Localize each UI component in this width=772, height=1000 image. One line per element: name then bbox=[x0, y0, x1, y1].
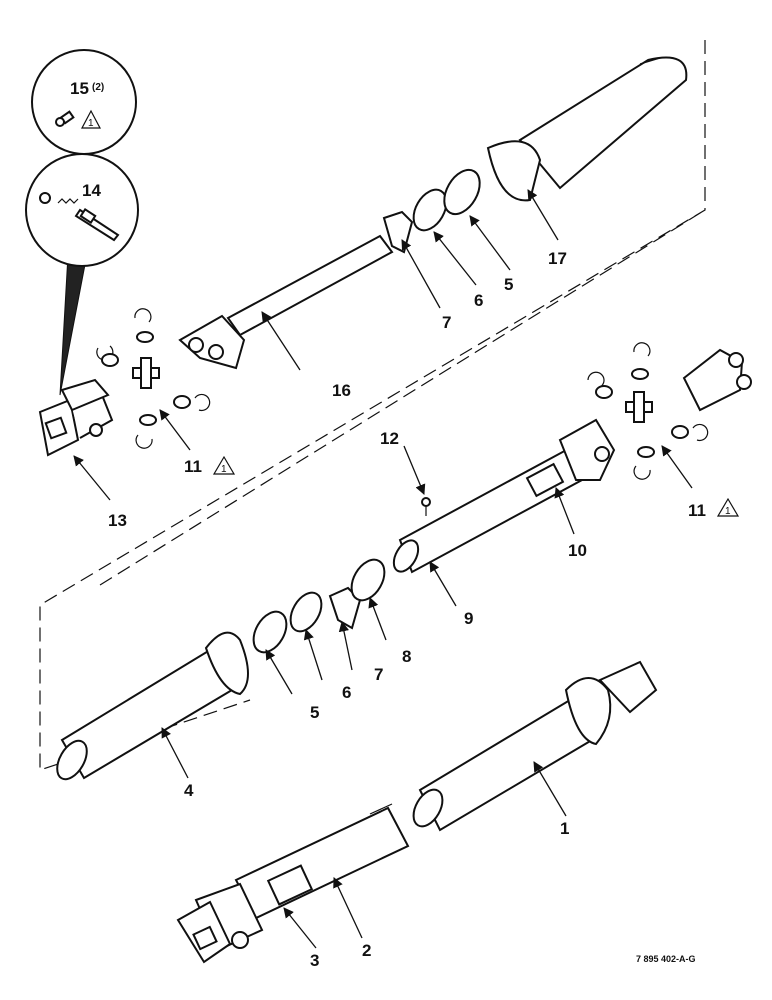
callout-11-left: 11 bbox=[184, 457, 202, 476]
retaining-ring-6-middle bbox=[289, 591, 323, 633]
callout-7-upper: 7 bbox=[442, 313, 451, 332]
callout-5-upper: 5 bbox=[504, 275, 513, 294]
retaining-ring-6-upper bbox=[412, 188, 448, 232]
note-triangle-11-right: 1 bbox=[716, 497, 740, 517]
callout-2: 2 bbox=[362, 941, 371, 960]
svg-text:15: 15 bbox=[70, 79, 89, 98]
universal-cross-icon bbox=[132, 357, 160, 389]
callout-8: 8 bbox=[402, 647, 411, 666]
guard-tube-4 bbox=[56, 631, 249, 781]
callout-10: 10 bbox=[568, 541, 587, 560]
inner-profile-tube-16 bbox=[178, 234, 394, 370]
guard-tube-1 bbox=[412, 660, 658, 832]
guard-tube-17 bbox=[486, 56, 688, 202]
retaining-ring-5-middle bbox=[252, 610, 288, 654]
leader-lines bbox=[73, 189, 693, 949]
figure-reference: 7 895 402-A-G bbox=[636, 954, 696, 964]
callout-3: 3 bbox=[310, 951, 319, 970]
callout-6-upper: 6 bbox=[474, 291, 483, 310]
guard-tube-2 bbox=[234, 803, 410, 920]
retaining-ring-5-upper bbox=[443, 168, 481, 216]
callout-11-right: 11 bbox=[688, 501, 706, 520]
callout-12: 12 bbox=[380, 429, 399, 448]
outer-yoke-right bbox=[682, 348, 752, 412]
svg-text:1: 1 bbox=[221, 464, 227, 475]
note-triangle-15: 1 bbox=[81, 109, 101, 129]
shear-bolt-icon bbox=[39, 192, 120, 242]
grease-fitting-icon bbox=[55, 110, 75, 127]
callout-9: 9 bbox=[464, 609, 473, 628]
svg-text:(2): (2) bbox=[92, 82, 104, 93]
callout-5-middle: 5 bbox=[310, 703, 319, 722]
svg-text:1: 1 bbox=[88, 118, 94, 129]
cross-kit-11-right bbox=[587, 342, 709, 480]
svg-text:1: 1 bbox=[725, 506, 731, 517]
callout-labels: 1 2 3 4 5 6 7 8 9 10 11 1 11 1 12 13 16 … bbox=[108, 249, 740, 970]
note-triangle-11-left: 1 bbox=[212, 455, 236, 475]
detail-circle-14: 14 bbox=[25, 153, 139, 396]
callout-13: 13 bbox=[108, 511, 127, 530]
callout-6-middle: 6 bbox=[342, 683, 351, 702]
cross-kit-11-left bbox=[96, 308, 211, 449]
detail-circle-15: 15 (2) 1 bbox=[31, 49, 137, 155]
callout-7-middle: 7 bbox=[374, 665, 383, 684]
callout-4: 4 bbox=[184, 781, 194, 800]
grease-fitting-12 bbox=[421, 497, 431, 516]
yoke-13 bbox=[38, 378, 114, 457]
svg-text:14: 14 bbox=[82, 181, 101, 200]
bearing-ring-7-middle bbox=[328, 586, 362, 630]
callout-17: 17 bbox=[548, 249, 567, 268]
callout-1: 1 bbox=[560, 819, 569, 838]
retaining-ring-8 bbox=[350, 558, 386, 602]
outer-profile-tube-9-10 bbox=[392, 418, 616, 574]
callout-16: 16 bbox=[332, 381, 351, 400]
yoke-3 bbox=[176, 882, 264, 964]
